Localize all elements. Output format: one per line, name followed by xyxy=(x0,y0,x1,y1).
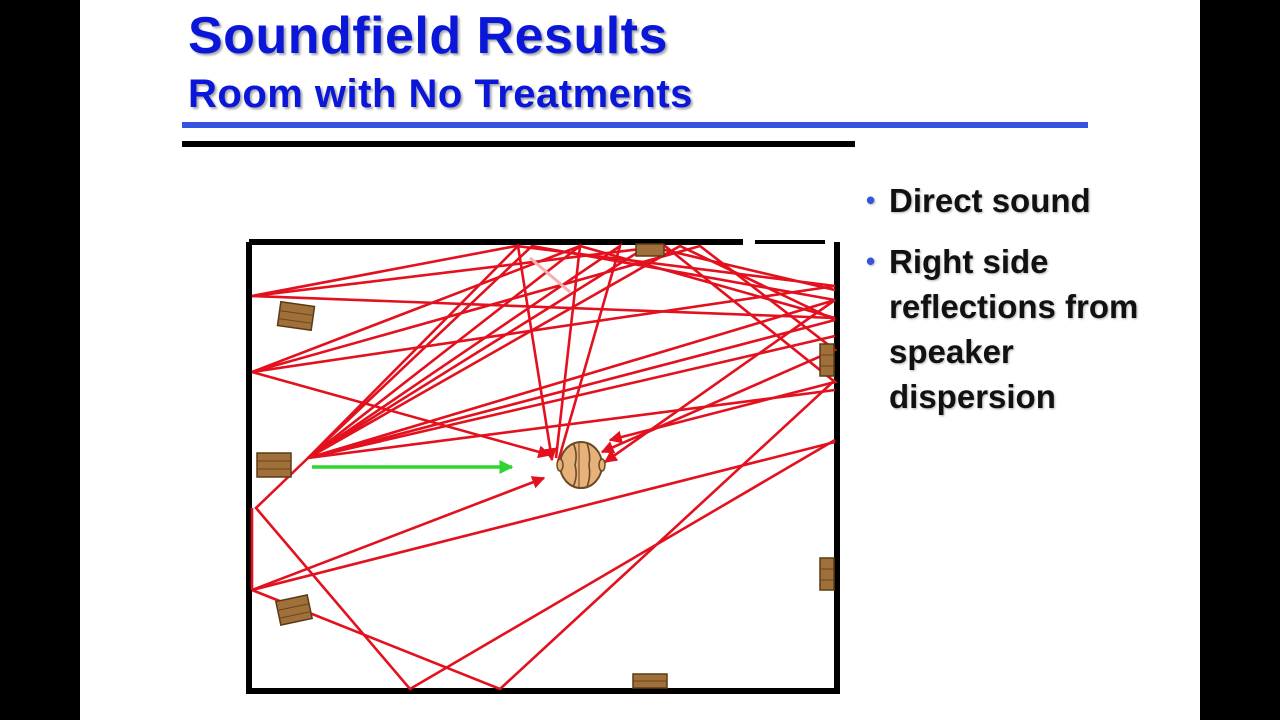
slide-subtitle: Room with No Treatments xyxy=(188,72,693,116)
speaker-box-icon xyxy=(256,452,292,478)
reflection-ray xyxy=(307,298,836,464)
speaker-box-icon xyxy=(819,343,835,377)
reflection-ray xyxy=(307,318,836,460)
speaker-box-icon xyxy=(274,594,314,626)
reflection-ghost-ray xyxy=(529,256,571,294)
bullet-item: • Direct sound xyxy=(866,178,1186,223)
speaker-box-icon xyxy=(276,300,316,332)
reflection-rays xyxy=(250,242,838,691)
reflection-ray xyxy=(251,244,836,374)
reflection-ray xyxy=(254,438,836,691)
reflection-ray xyxy=(307,388,836,460)
reflection-ray xyxy=(307,334,836,460)
listener-head-icon xyxy=(556,441,606,489)
speaker-box-icon xyxy=(632,673,668,689)
reflection-ray xyxy=(251,379,836,691)
reflection-ray xyxy=(251,244,838,454)
title-rule-black xyxy=(182,141,855,147)
speaker-box-icon xyxy=(635,243,665,257)
bullet-text: Right side reflections from speaker disp… xyxy=(889,243,1139,415)
room-objects xyxy=(256,243,835,689)
reflection-ray xyxy=(251,244,838,444)
reflection-ray xyxy=(251,476,546,592)
room-diagram xyxy=(246,239,840,694)
reflection-ray xyxy=(307,244,836,459)
reflection-ray xyxy=(251,370,552,459)
slide-title: Soundfield Results xyxy=(188,7,668,65)
bullet-list: • Direct sound • Right side reflections … xyxy=(866,178,1186,435)
title-rule-blue xyxy=(182,122,1088,128)
slide: Soundfield Results Room with No Treatmen… xyxy=(80,0,1200,720)
reflection-ray xyxy=(251,440,836,592)
reflection-ray xyxy=(307,244,836,460)
bullet-dot-icon: • xyxy=(866,246,876,276)
room-walls xyxy=(246,239,840,694)
bullet-text: Direct sound xyxy=(889,182,1091,219)
bullet-dot-icon: • xyxy=(866,185,876,215)
speaker-box-icon xyxy=(819,557,835,591)
reflection-ray xyxy=(307,242,623,463)
reflection-ray xyxy=(251,244,836,374)
wall-right-bottom-left xyxy=(246,242,840,694)
bullet-item: • Right side reflections from speaker di… xyxy=(866,239,1186,419)
